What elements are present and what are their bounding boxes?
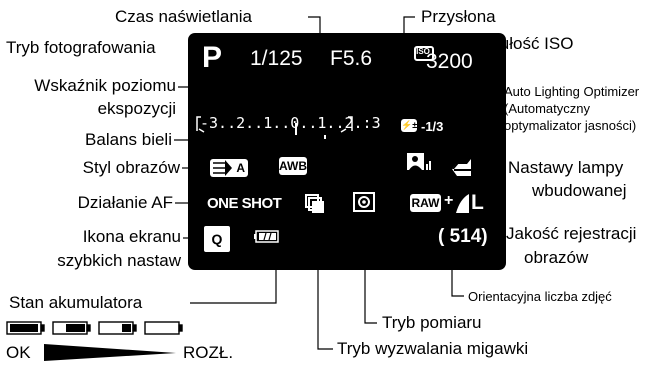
label-battery: Stan akumulatora	[9, 293, 143, 312]
battery-ok-label: OK	[6, 343, 31, 362]
exposure-scale-text: -3..2..1..0..1..2.:3	[200, 114, 381, 132]
label-shutter-time: Czas naświetlania	[115, 7, 253, 26]
shutter-value: 1/125	[250, 47, 303, 70]
exposure-scale	[196, 116, 353, 139]
label-alo-1: Auto Lighting Optimizer	[504, 84, 640, 99]
drive-mode-icon	[305, 194, 324, 213]
label-picture-style: Styl obrazów	[82, 158, 180, 177]
iso-badge-label: ISO	[416, 47, 430, 56]
white-balance-badge: AWB	[279, 157, 307, 175]
flash-comp-icon: ⚡±	[401, 119, 418, 132]
label-aperture: Przysłona	[421, 7, 496, 26]
quality-size-icon	[456, 194, 469, 213]
label-quality-1: Jakość rejestracji	[506, 224, 637, 243]
picture-style-icon	[213, 160, 232, 176]
quality-plus: +	[444, 192, 454, 209]
af-operation-value: ONE SHOT	[207, 195, 282, 212]
iso-badge	[414, 46, 434, 61]
flash-comp-value: -1/3	[421, 119, 444, 134]
label-quality-2: obrazów	[524, 248, 589, 267]
label-af: Działanie AF	[77, 193, 173, 212]
picture-style-value: A	[236, 161, 245, 175]
label-metering: Tryb pomiaru	[382, 313, 482, 332]
leader-battery	[190, 254, 277, 304]
label-shooting-mode: Tryb fotografowania	[6, 38, 156, 57]
label-alo-2: (Automatyczny	[504, 101, 590, 116]
shooting-mode-value: P	[202, 41, 223, 74]
label-flash-1: Nastawy lampy	[508, 158, 624, 177]
quick-control-button[interactable]: Q	[204, 226, 230, 252]
label-exposure-2: ekspozycji	[97, 99, 176, 118]
battery-icon	[254, 230, 279, 243]
label-flash-2: wbudowanej	[532, 181, 627, 200]
label-alo-3: optymalizator jasności)	[504, 118, 637, 133]
lcd-screen: P 1/125 F5.6 ISO 3200 -3..2..1..0..1..2.…	[188, 33, 506, 270]
alo-icon	[407, 153, 431, 170]
battery-empty-icon	[144, 321, 180, 335]
label-white-balance: Balans bieli	[85, 130, 172, 149]
battery-empty-label: ROZŁ.	[183, 343, 234, 362]
label-drive: Tryb wyzwalania migawki	[337, 339, 529, 358]
iso-value: 3200	[426, 50, 473, 73]
label-shots: Orientacyjna liczba zdjęć	[468, 289, 612, 304]
built-in-flash-icon	[452, 159, 471, 176]
aperture-value: F5.6	[330, 47, 373, 70]
label-qc-1: Ikona ekranu	[82, 227, 181, 246]
quality-size-value: L	[471, 191, 484, 214]
raw-badge: RAW	[410, 194, 441, 212]
discharge-gradient-wedge	[44, 344, 176, 361]
exposure-indicator	[295, 123, 297, 135]
leader-shots	[451, 262, 464, 297]
label-exposure-1: Wskaźnik poziomu	[34, 76, 176, 95]
label-qc-2: szybkich nastaw	[57, 251, 181, 270]
metering-mode-icon	[353, 192, 375, 212]
shots-remaining-value: ( 514)	[438, 226, 488, 247]
